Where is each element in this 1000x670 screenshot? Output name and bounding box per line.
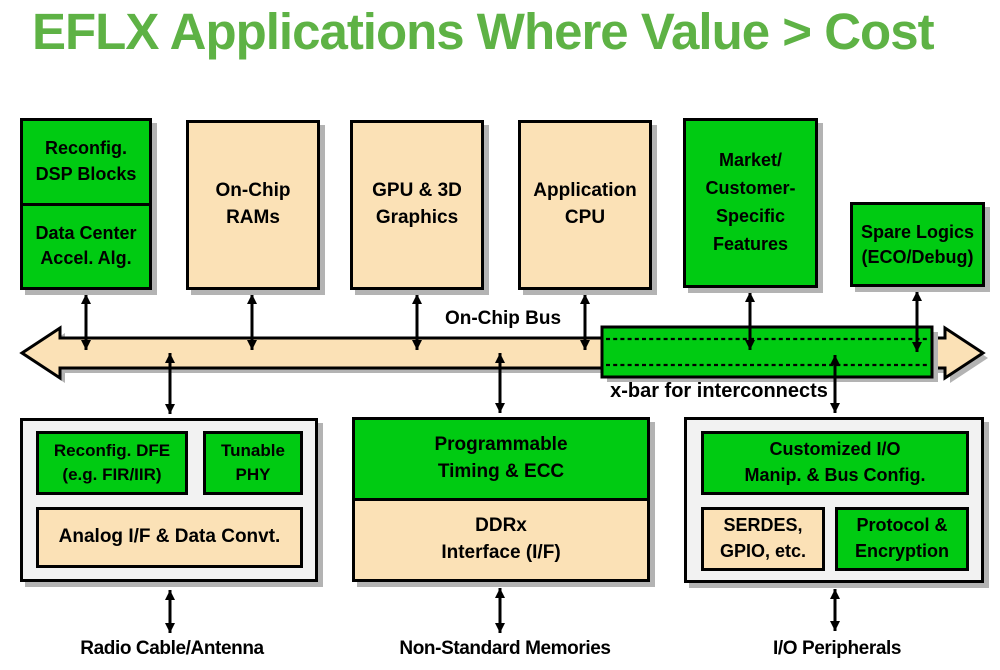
caption-io-peripherals: I/O Peripherals — [772, 638, 902, 659]
caption-radio-cable-antenna: Radio Cable/Antenna — [80, 638, 264, 659]
box-protocol-encryption: Protocol & Encryption — [835, 507, 969, 571]
box-ddrx-interface-label: DDRx Interface (I/F) — [441, 515, 561, 563]
box-serdes-gpio-label: SERDES, GPIO, etc. — [719, 515, 807, 561]
box-gpu-3d-graphics-label: GPU & 3D Graphics — [372, 180, 462, 228]
box-customized-io-label: Customized I/O Manip. & Bus Config. — [744, 439, 926, 485]
box-onchip-rams: On-Chip RAMs — [186, 120, 320, 290]
box-application-cpu-label: Application CPU — [533, 180, 637, 228]
box-spare-logics: Spare Logics (ECO/Debug) — [850, 202, 985, 287]
box-tunable-phy: Tunable PHY — [203, 431, 303, 495]
box-datacenter-accel-label: Data Center Accel. Alg. — [35, 222, 137, 269]
box-reconfig-dsp-datacenter: Reconfig. DSP Blocks Data Center Accel. … — [20, 118, 152, 290]
box-customized-io: Customized I/O Manip. & Bus Config. — [701, 431, 969, 495]
box-protocol-encryption-label: Protocol & Encryption — [854, 515, 949, 561]
group-ddr-memory: Programmable Timing & ECC DDRx Interface… — [352, 417, 650, 582]
box-market-customer-features-label: Market/ Customer- Specific Features — [705, 150, 796, 254]
box-reconfig-dfe-label: Reconfig. DFE (e.g. FIR/IIR) — [53, 440, 171, 484]
box-programmable-timing-label: Programmable Timing & ECC — [434, 434, 568, 482]
xbar-rect — [600, 325, 934, 379]
group-io-peripherals: Customized I/O Manip. & Bus Config. SERD… — [684, 417, 984, 583]
xbar-label: x-bar for interconnects — [610, 380, 828, 402]
box-analog-if-label: Analog I/F & Data Convt. — [58, 526, 281, 548]
box-spare-logics-label: Spare Logics (ECO/Debug) — [860, 222, 975, 267]
box-onchip-rams-label: On-Chip RAMs — [215, 180, 291, 228]
box-market-customer-features: Market/ Customer- Specific Features — [683, 118, 818, 288]
box-reconfig-dfe: Reconfig. DFE (e.g. FIR/IIR) — [36, 431, 188, 495]
box-analog-if: Analog I/F & Data Convt. — [36, 507, 303, 568]
box-application-cpu: Application CPU — [518, 120, 652, 290]
box-tunable-phy-label: Tunable PHY — [221, 440, 285, 484]
caption-non-standard-memories: Non-Standard Memories — [399, 638, 611, 659]
page-title: EFLX Applications Where Value > Cost — [32, 3, 935, 60]
box-serdes-gpio: SERDES, GPIO, etc. — [701, 507, 825, 571]
onchip-bus-label: On-Chip Bus — [444, 308, 562, 329]
box-gpu-3d-graphics: GPU & 3D Graphics — [350, 120, 484, 290]
box-reconfig-dsp-label: Reconfig. DSP Blocks — [35, 138, 137, 184]
group-radio-frontend: Reconfig. DFE (e.g. FIR/IIR) Tunable PHY… — [20, 418, 318, 582]
